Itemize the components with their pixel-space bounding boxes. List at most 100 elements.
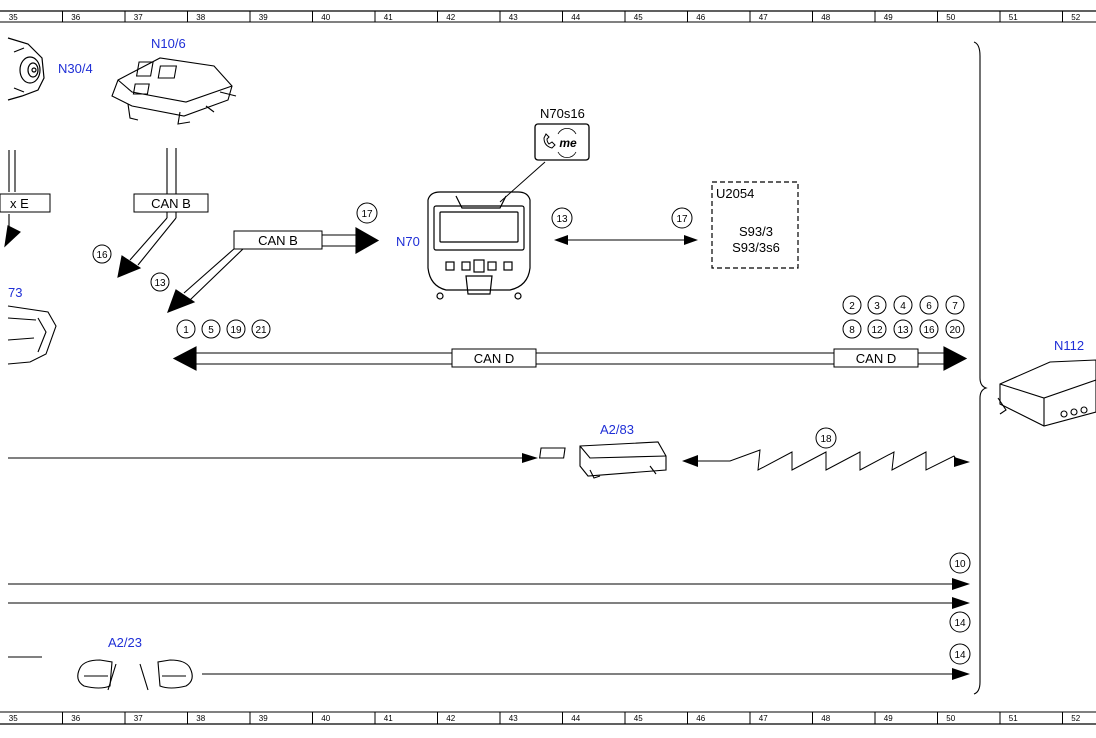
n10-6-component xyxy=(111,57,237,125)
svg-text:S93/3: S93/3 xyxy=(739,224,773,239)
arrow-16-diagonal xyxy=(117,217,177,278)
top-ruler-number-49: 49 xyxy=(884,13,893,22)
bottom-ruler-number-47: 47 xyxy=(759,714,768,723)
svg-text:16: 16 xyxy=(923,325,935,336)
line-14-b: 14 xyxy=(202,643,971,680)
a2-23-mirrors xyxy=(77,659,193,691)
bottom-ruler-number-45: 45 xyxy=(634,714,643,723)
svg-text:13: 13 xyxy=(556,214,568,225)
svg-text:16: 16 xyxy=(96,250,108,261)
bottom-ruler-number-42: 42 xyxy=(446,714,455,723)
can-b-bus-2 xyxy=(167,227,380,313)
bottom-ruler-number-46: 46 xyxy=(696,714,705,723)
bottom-ruler-number-36: 36 xyxy=(71,714,80,723)
circle-17-a: 17 xyxy=(356,202,378,224)
svg-text:13: 13 xyxy=(897,325,909,336)
svg-text:S93/3s6: S93/3s6 xyxy=(732,240,780,255)
left-73-component xyxy=(7,305,57,365)
svg-text:17: 17 xyxy=(361,209,373,220)
bottom-ruler-number-43: 43 xyxy=(509,714,518,723)
svg-text:5: 5 xyxy=(208,325,214,336)
svg-text:U2054: U2054 xyxy=(716,186,754,201)
svg-text:21: 21 xyxy=(255,325,267,336)
label-a2-83: A2/83 xyxy=(600,422,634,437)
svg-text:CAN D: CAN D xyxy=(856,351,896,366)
can-d-circles-left: 1 5 19 21 xyxy=(176,319,271,339)
me-icon: me xyxy=(559,136,577,150)
a2-83-component xyxy=(539,441,667,479)
bottom-ruler-number-44: 44 xyxy=(571,714,580,723)
label-a2-23: A2/23 xyxy=(108,635,142,650)
top-ruler-number-37: 37 xyxy=(134,13,143,22)
svg-text:x E: x E xyxy=(10,196,29,211)
svg-text:3: 3 xyxy=(874,301,880,312)
svg-text:8: 8 xyxy=(849,325,855,336)
svg-text:10: 10 xyxy=(954,559,966,570)
bottom-ruler-number-39: 39 xyxy=(259,714,268,723)
arrow-13-17: 13 17 xyxy=(551,207,698,245)
top-ruler-number-52: 52 xyxy=(1071,13,1080,22)
can-d-bus xyxy=(172,346,968,371)
x-e-bus xyxy=(4,150,21,248)
top-ruler-number-36: 36 xyxy=(71,13,80,22)
line-14-a: 14 xyxy=(8,597,971,633)
bottom-ruler-number-48: 48 xyxy=(821,714,830,723)
top-ruler-number-43: 43 xyxy=(509,13,518,22)
svg-text:1: 1 xyxy=(183,325,189,336)
bottom-ruler-number-52: 52 xyxy=(1071,714,1080,723)
x-e-label-box: x E xyxy=(0,193,51,213)
bottom-ruler-number-40: 40 xyxy=(321,714,330,723)
line-10: 10 xyxy=(8,552,971,590)
svg-text:4: 4 xyxy=(900,301,906,312)
svg-text:13: 13 xyxy=(154,278,166,289)
top-ruler-number-40: 40 xyxy=(321,13,330,22)
bottom-ruler-number-51: 51 xyxy=(1009,714,1018,723)
n70s16-leader xyxy=(499,161,546,203)
u2054-box: U2054 S93/3 S93/3s6 xyxy=(711,181,799,269)
n30-4-component xyxy=(7,37,45,101)
bottom-ruler-number-49: 49 xyxy=(884,714,893,723)
svg-text:CAN D: CAN D xyxy=(474,351,514,366)
bottom-ruler-number-50: 50 xyxy=(946,714,955,723)
top-ruler-number-42: 42 xyxy=(446,13,455,22)
can-d-label-box-2: CAN D xyxy=(833,348,919,368)
label-n30-4: N30/4 xyxy=(58,61,93,76)
top-ruler-number-39: 39 xyxy=(259,13,268,22)
top-ruler-number-48: 48 xyxy=(821,13,830,22)
svg-text:18: 18 xyxy=(820,434,832,445)
top-ruler-number-50: 50 xyxy=(946,13,955,22)
n70s16-button: me xyxy=(534,123,590,161)
svg-text:17: 17 xyxy=(676,214,688,225)
can-d-label-box-1: CAN D xyxy=(451,348,537,368)
label-n70s16: N70s16 xyxy=(540,106,585,121)
label-n10-6: N10/6 xyxy=(151,36,186,51)
top-ruler-number-44: 44 xyxy=(571,13,580,22)
label-n70: N70 xyxy=(396,234,420,249)
bottom-ruler-number-37: 37 xyxy=(134,714,143,723)
n112-component xyxy=(997,359,1096,427)
can-b-label-box-2: CAN B xyxy=(233,230,323,250)
top-ruler-number-46: 46 xyxy=(696,13,705,22)
svg-text:19: 19 xyxy=(230,325,242,336)
top-ruler-number-38: 38 xyxy=(196,13,205,22)
svg-text:7: 7 xyxy=(952,301,958,312)
can-b-vertical-bus xyxy=(166,148,177,218)
arrowhead-a2-83 xyxy=(522,453,538,463)
bottom-ruler-number-38: 38 xyxy=(196,714,205,723)
top-ruler-number-35: 35 xyxy=(9,13,18,22)
svg-text:14: 14 xyxy=(954,650,966,661)
svg-text:12: 12 xyxy=(871,325,883,336)
top-ruler-number-51: 51 xyxy=(1009,13,1018,22)
can-d-circles-right: 2 3 4 6 7 8 12 13 16 20 xyxy=(842,295,965,339)
svg-text:6: 6 xyxy=(926,301,932,312)
svg-text:2: 2 xyxy=(849,301,855,312)
label-n112: N112 xyxy=(1054,338,1084,353)
can-b-label-box-1: CAN B xyxy=(133,193,209,213)
circle-13-a: 13 xyxy=(150,272,170,292)
label-73: 73 xyxy=(8,285,22,300)
bottom-ruler-number-41: 41 xyxy=(384,714,393,723)
right-brace xyxy=(973,41,988,695)
